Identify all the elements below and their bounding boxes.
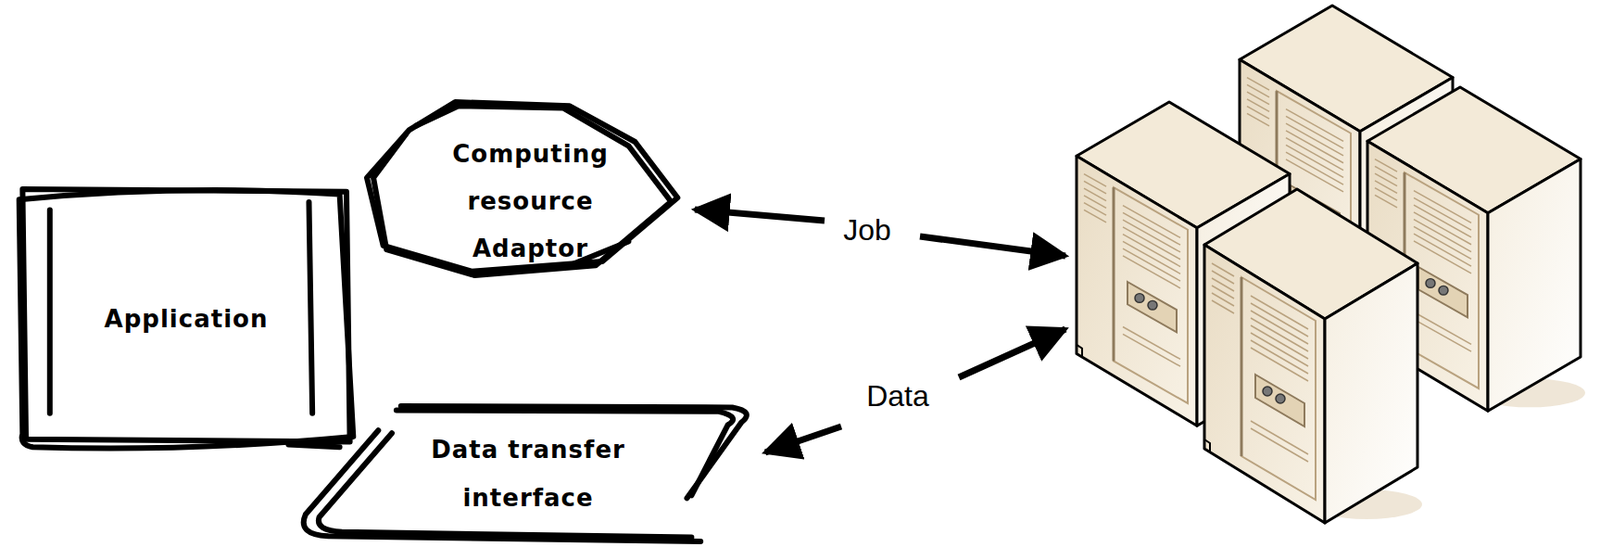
node-label: Application [104, 301, 269, 338]
job-arrow [694, 209, 825, 221]
data-arrow [765, 426, 842, 453]
sketch-outline [301, 405, 756, 542]
data-arrow [958, 328, 1066, 378]
node-label: Computing resource Adaptor [433, 130, 629, 272]
arrow-label: Data [862, 378, 933, 414]
arrow-label: Job [839, 213, 895, 248]
adaptor-octagon: Computing resource Adaptor [366, 101, 694, 302]
job-arrow [919, 236, 1066, 256]
node-label: Data transfer interface [398, 425, 658, 522]
interface-box: Data transfer interface [301, 405, 756, 542]
application-box: Application [15, 188, 357, 450]
